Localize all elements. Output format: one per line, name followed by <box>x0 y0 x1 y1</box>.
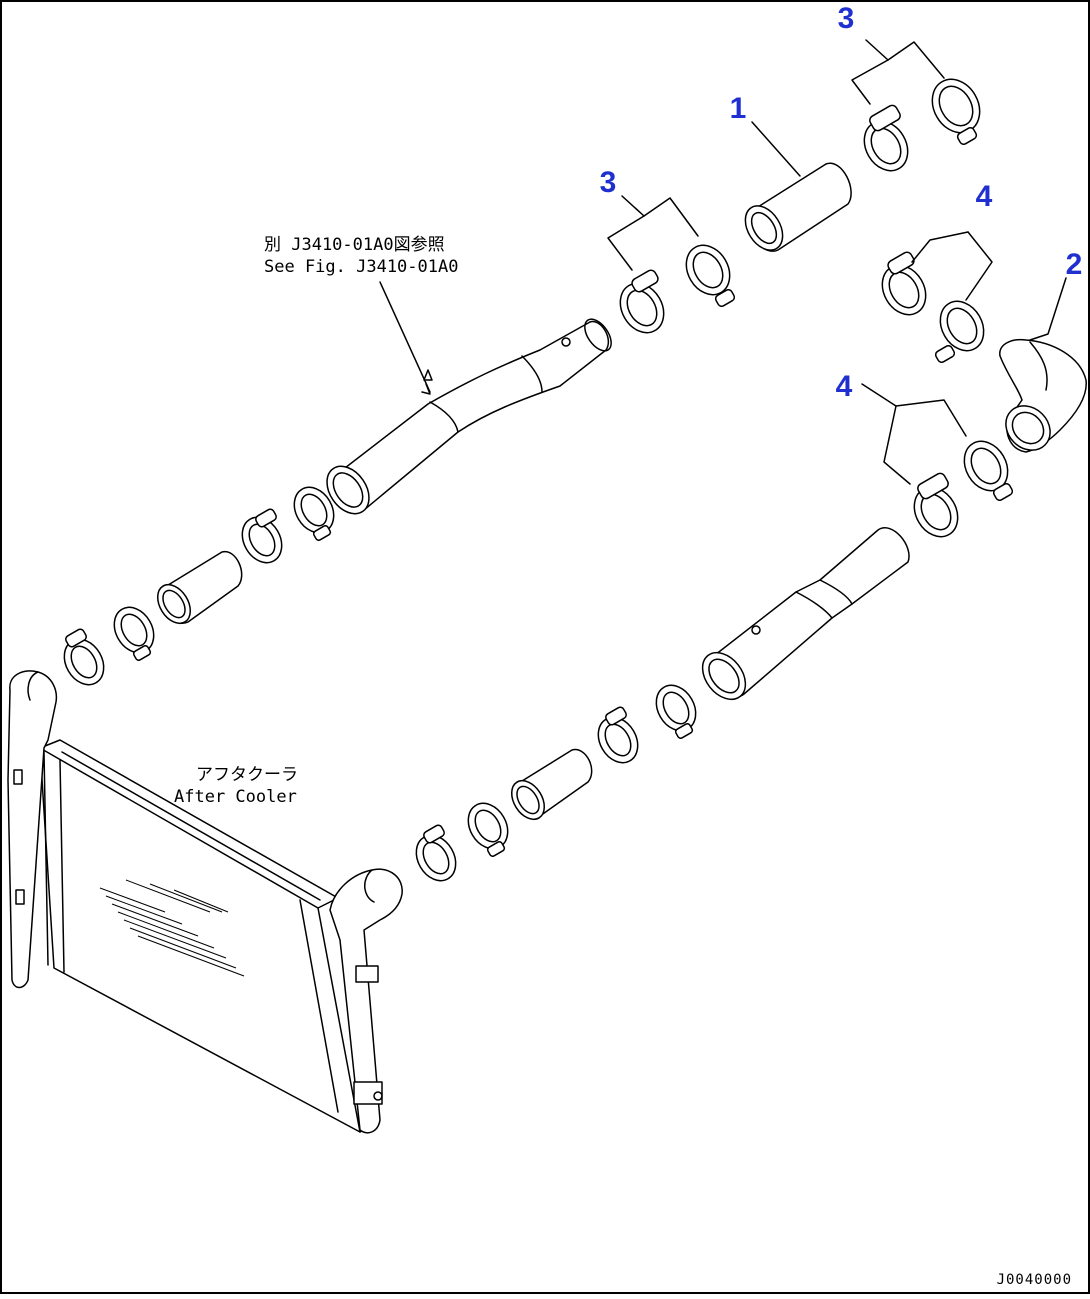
clamp-part-3 <box>685 244 736 307</box>
clamp-part-4 <box>963 440 1014 501</box>
clamp-part-4 <box>934 300 985 363</box>
callout-4-upper: 4 <box>976 180 993 213</box>
clamp <box>415 824 457 882</box>
hose-clamps <box>63 78 1014 882</box>
callout-3-upper: 3 <box>838 2 855 35</box>
after-cooler <box>7 670 403 1134</box>
clamp <box>597 706 639 764</box>
clamp-part-4 <box>913 472 959 538</box>
lower-air-pipe <box>701 527 910 701</box>
reference-note-en: See Fig. J3410-01A0 <box>264 257 458 277</box>
hose-part-1 <box>744 162 852 252</box>
upper-air-pipe <box>326 318 612 515</box>
hose-part-2 <box>999 338 1087 453</box>
clamp <box>113 606 155 661</box>
clamp <box>63 628 105 686</box>
clamp <box>655 684 697 739</box>
hoses <box>156 162 852 821</box>
callout-4-lower: 4 <box>836 370 853 403</box>
callout-3-lower: 3 <box>600 166 617 199</box>
figure-code: J0040000 <box>997 1272 1072 1288</box>
clamp-part-3 <box>619 269 665 334</box>
clamp-part-3 <box>863 104 909 172</box>
callout-1: 1 <box>730 92 747 125</box>
after-cooler-label-en: After Cooler <box>174 787 297 807</box>
clamp <box>241 508 283 564</box>
reference-note-jp: 別 J3410-01A0図参照 <box>264 235 445 255</box>
clamp <box>293 486 335 541</box>
leader-lines <box>379 39 1067 485</box>
clamp-part-3 <box>931 78 981 145</box>
after-cooler-label-jp: アフタクーラ <box>196 765 298 785</box>
clamp <box>467 802 509 857</box>
clamp-part-4 <box>881 251 927 316</box>
callout-2: 2 <box>1066 248 1083 281</box>
